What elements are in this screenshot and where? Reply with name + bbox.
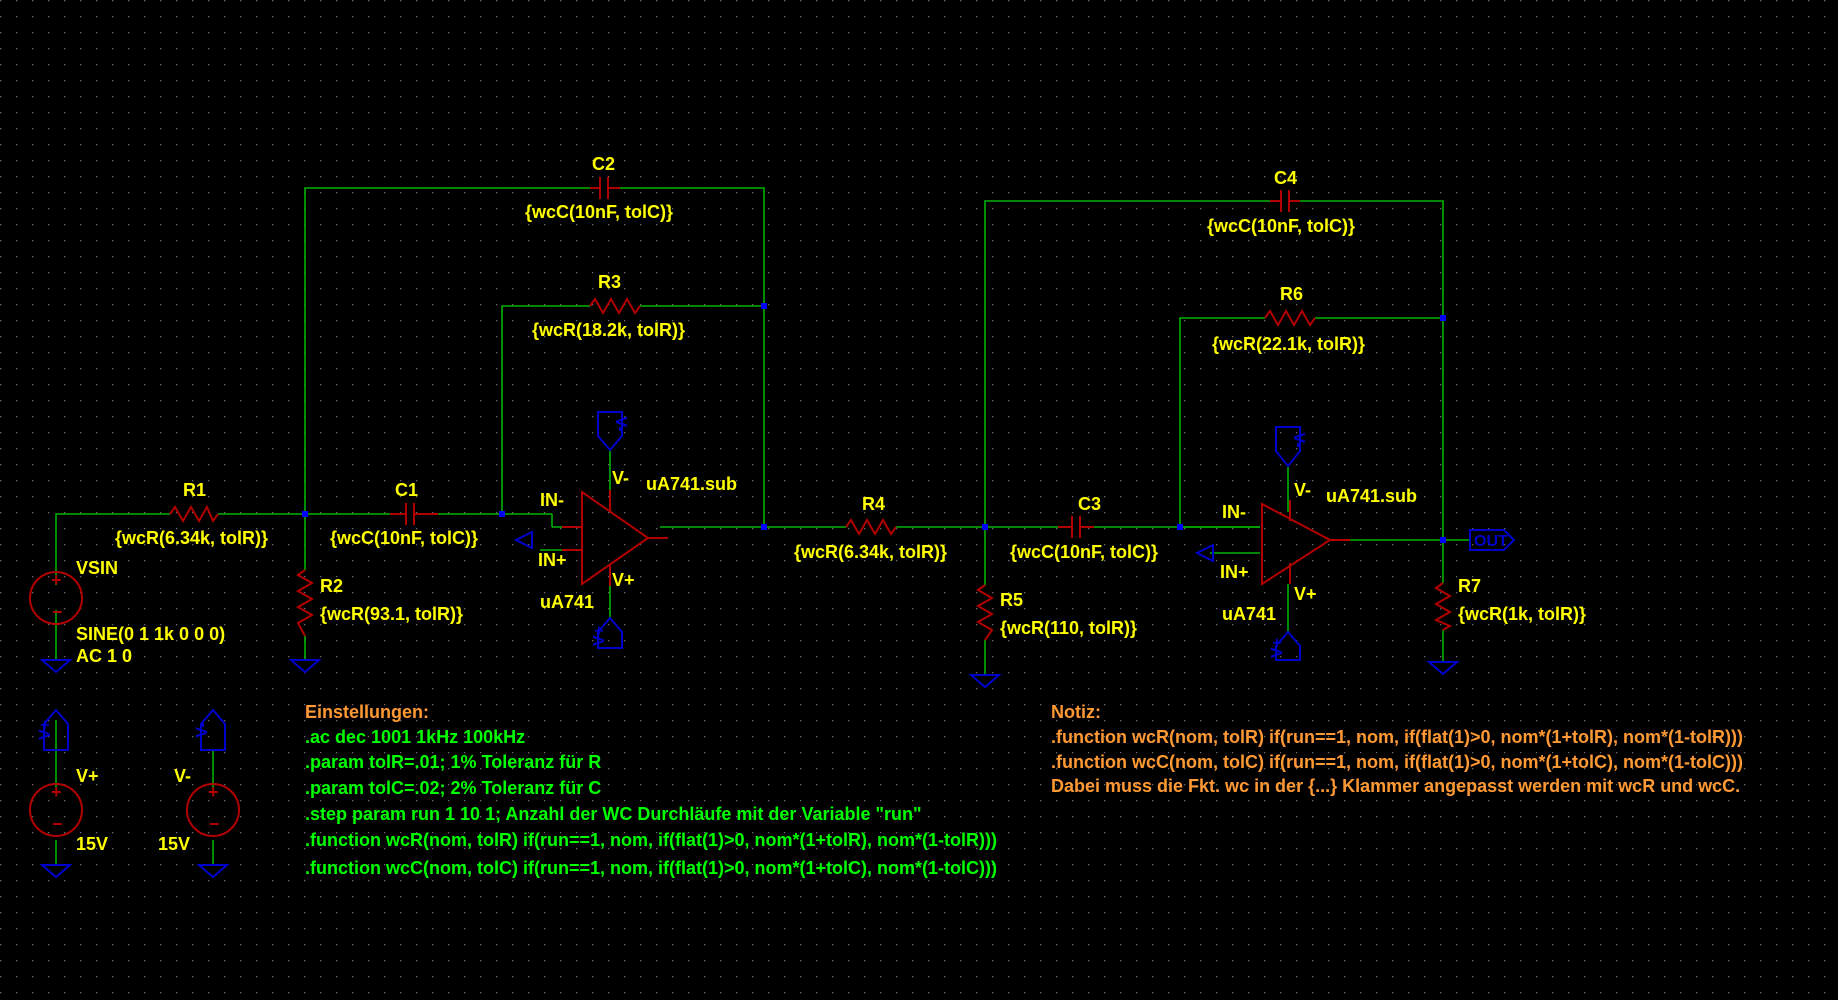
c2-name: C2 bbox=[592, 154, 615, 174]
settings-line: .function wcC(nom, tolC) if(run==1, nom,… bbox=[305, 858, 997, 878]
svg-text:V+: V+ bbox=[37, 720, 54, 740]
u2-in-plus: IN+ bbox=[1220, 562, 1249, 582]
u2-model: uA741.sub bbox=[1326, 486, 1417, 506]
u1-name: uA741 bbox=[540, 592, 594, 612]
c2-value: {wcC(10nF, tolC)} bbox=[525, 202, 673, 222]
opamp-u2[interactable] bbox=[1194, 500, 1350, 586]
u2-v-minus: V- bbox=[1294, 480, 1311, 500]
notes-title: Notiz: bbox=[1051, 702, 1101, 722]
r4-value: {wcR(6.34k, tolR)} bbox=[794, 542, 947, 562]
svg-text:V+: V+ bbox=[591, 626, 608, 646]
flag-vplus-u2[interactable]: V+ bbox=[1269, 630, 1301, 661]
capacitor-c1[interactable] bbox=[390, 503, 438, 525]
c1-name: C1 bbox=[395, 480, 418, 500]
r5-value: {wcR(110, tolR)} bbox=[1000, 618, 1137, 638]
capacitor-c4[interactable] bbox=[1270, 190, 1300, 212]
flag-vminus-u2[interactable]: V- bbox=[1275, 426, 1307, 468]
r5-name: R5 bbox=[1000, 590, 1023, 610]
vp-label: V+ bbox=[76, 766, 99, 786]
svg-text:−: − bbox=[209, 814, 220, 834]
r1-name: R1 bbox=[183, 480, 206, 500]
svg-text:+: + bbox=[51, 782, 62, 802]
svg-text:V+: V+ bbox=[1269, 638, 1286, 658]
u1-model: uA741.sub bbox=[646, 474, 737, 494]
c4-name: C4 bbox=[1274, 168, 1297, 188]
u1-v-plus: V+ bbox=[612, 570, 635, 590]
settings-line: .param tolC=.02; 2% Toleranz für C bbox=[305, 778, 601, 798]
r3-name: R3 bbox=[598, 272, 621, 292]
flag-vminus-source[interactable]: V- bbox=[194, 708, 226, 751]
opamp-u1[interactable] bbox=[513, 490, 668, 586]
notes-line: .function wcC(nom, tolC) if(run==1, nom,… bbox=[1051, 752, 1743, 772]
svg-text:V-: V- bbox=[194, 722, 211, 737]
c3-value: {wcC(10nF, tolC)} bbox=[1010, 542, 1158, 562]
r6-value: {wcR(22.1k, tolR)} bbox=[1212, 334, 1365, 354]
u2-v-plus: V+ bbox=[1294, 584, 1317, 604]
resistor-r5[interactable] bbox=[975, 584, 995, 641]
r1-value: {wcR(6.34k, tolR)} bbox=[115, 528, 268, 548]
r7-value: {wcR(1k, tolR)} bbox=[1458, 604, 1586, 624]
wires bbox=[55, 187, 1470, 865]
resistor-r3[interactable] bbox=[589, 296, 641, 316]
svg-text:V-: V- bbox=[612, 416, 629, 431]
c1-value: {wcC(10nF, tolC)} bbox=[330, 528, 478, 548]
flag-out[interactable]: OUT bbox=[1469, 529, 1516, 551]
svg-text:OUT: OUT bbox=[1474, 533, 1508, 550]
voltage-source-vminus[interactable]: + − bbox=[186, 782, 240, 837]
vp-value: 15V bbox=[76, 834, 108, 854]
opamp-u2-compensation-arrow bbox=[1194, 543, 1214, 563]
flag-vminus-u1[interactable]: V- bbox=[597, 411, 629, 452]
u1-in-plus: IN+ bbox=[538, 550, 567, 570]
r6-name: R6 bbox=[1280, 284, 1303, 304]
u2-in-minus: IN- bbox=[1222, 502, 1246, 522]
u2-name: uA741 bbox=[1222, 604, 1276, 624]
vsin-name: VSIN bbox=[76, 558, 118, 578]
svg-text:V-: V- bbox=[1290, 432, 1307, 447]
resistor-r6[interactable] bbox=[1264, 308, 1316, 328]
vm-value: 15V bbox=[158, 834, 190, 854]
opamp-u1-compensation-arrow bbox=[513, 530, 533, 550]
r4-name: R4 bbox=[862, 494, 885, 514]
u1-in-minus: IN- bbox=[540, 490, 564, 510]
svg-text:+: + bbox=[51, 570, 62, 590]
r2-value: {wcR(93.1, tolR)} bbox=[320, 604, 463, 624]
voltage-source-vsin[interactable]: + − bbox=[29, 570, 83, 625]
settings-title: Einstellungen: bbox=[305, 702, 429, 722]
r3-value: {wcR(18.2k, tolR)} bbox=[532, 320, 685, 340]
ground-symbols bbox=[39, 659, 1460, 879]
svg-text:−: − bbox=[52, 602, 63, 622]
junctions bbox=[302, 303, 1446, 543]
voltage-source-vplus[interactable]: + − bbox=[29, 782, 83, 837]
vsin-value: SINE(0 1 1k 0 0 0) bbox=[76, 624, 225, 644]
resistor-r2[interactable] bbox=[295, 569, 315, 637]
settings-line: .ac dec 1001 1kHz 100kHz bbox=[305, 727, 525, 747]
settings-block[interactable]: Einstellungen: .ac dec 1001 1kHz 100kHz … bbox=[305, 702, 997, 878]
r2-name: R2 bbox=[320, 576, 343, 596]
vm-label: V- bbox=[174, 766, 191, 786]
notes-line: Dabei muss die Fkt. wc in der {...} Klam… bbox=[1051, 776, 1740, 796]
settings-line: .step param run 1 10 1; Anzahl der WC Du… bbox=[305, 804, 922, 824]
resistor-r7[interactable] bbox=[1433, 582, 1453, 631]
capacitor-c3[interactable] bbox=[1058, 516, 1094, 538]
r7-name: R7 bbox=[1458, 576, 1481, 596]
notes-line: .function wcR(nom, tolR) if(run==1, nom,… bbox=[1051, 727, 1743, 747]
resistor-r1[interactable] bbox=[169, 504, 219, 524]
svg-text:−: − bbox=[52, 814, 63, 834]
flag-vplus-source[interactable]: V+ bbox=[37, 708, 69, 751]
vsin-ac: AC 1 0 bbox=[76, 646, 132, 666]
svg-text:+: + bbox=[208, 782, 219, 802]
u1-v-minus: V- bbox=[612, 468, 629, 488]
component-labels: R1 {wcR(6.34k, tolR)} C1 {wcC(10nF, tolC… bbox=[76, 154, 1586, 854]
c3-name: C3 bbox=[1078, 494, 1101, 514]
settings-line: .param tolR=.01; 1% Toleranz für R bbox=[305, 752, 601, 772]
resistor-r4[interactable] bbox=[845, 517, 897, 537]
c4-value: {wcC(10nF, tolC)} bbox=[1207, 216, 1355, 236]
flag-vplus-u1[interactable]: V+ bbox=[591, 616, 623, 649]
capacitor-c2[interactable] bbox=[590, 177, 620, 199]
settings-line: .function wcR(nom, tolR) if(run==1, nom,… bbox=[305, 830, 997, 850]
notes-block[interactable]: Notiz: .function wcR(nom, tolR) if(run==… bbox=[1051, 702, 1743, 796]
